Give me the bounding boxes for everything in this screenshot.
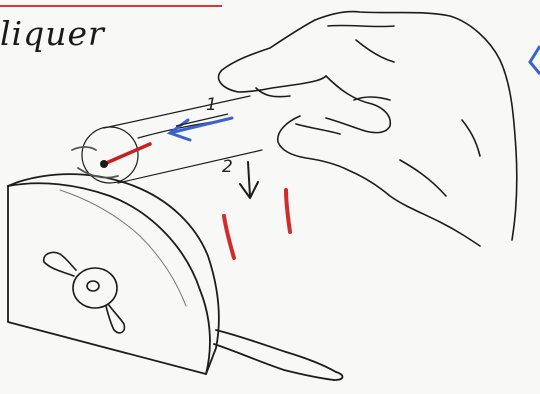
red-mark-icon <box>224 190 290 258</box>
hand-icon <box>219 11 517 246</box>
pin-head <box>100 160 108 168</box>
cylinder-icon <box>82 96 262 183</box>
blue-edge-mark <box>530 46 540 74</box>
knob-icon <box>44 252 125 332</box>
black-arrow-down-icon <box>240 162 258 198</box>
blue-arrow-left-icon <box>170 114 232 140</box>
red-pin <box>104 144 150 164</box>
step-one-label: 1 <box>206 95 217 115</box>
half-disc-device-icon <box>8 147 343 380</box>
step-two-label: 2 <box>222 157 233 177</box>
